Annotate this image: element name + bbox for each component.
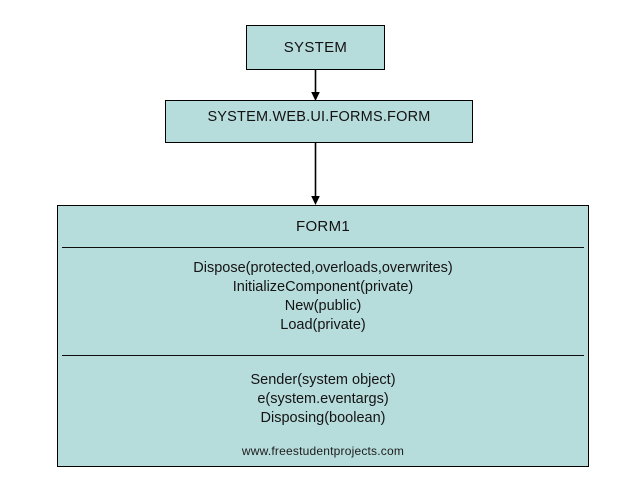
class-attributes-compartment: Sender(system object) e(system.eventargs…: [58, 356, 588, 466]
method-item: Dispose(protected,overloads,overwrites): [193, 260, 453, 276]
compartment-divider-title: [62, 247, 584, 248]
compartment-divider-methods: [62, 355, 584, 356]
uml-box-namespace[interactable]: SYSTEM.WEB.UI.FORMS.FORM: [165, 100, 473, 143]
method-item: Load(private): [280, 317, 366, 333]
class-title-label: FORM1: [296, 218, 350, 235]
watermark-text: www.freestudentprojects.com: [241, 444, 405, 458]
uml-box-class-form1[interactable]: FORM1 Dispose(protected,overloads,overwr…: [57, 205, 589, 467]
class-methods-compartment: Dispose(protected,overloads,overwrites) …: [58, 248, 588, 356]
uml-box-system-label: SYSTEM: [283, 38, 348, 56]
attribute-item: Disposing(boolean): [260, 410, 386, 426]
attribute-item: Sender(system object): [250, 372, 396, 388]
class-title-compartment: FORM1: [58, 206, 588, 248]
uml-box-system[interactable]: SYSTEM: [246, 25, 385, 70]
method-item: InitializeComponent(private): [232, 279, 414, 295]
method-item: New(public): [284, 298, 362, 314]
uml-box-namespace-label: SYSTEM.WEB.UI.FORMS.FORM: [207, 109, 431, 125]
connector-system-to-namespace: [300, 69, 331, 102]
attribute-item: e(system.eventargs): [257, 391, 389, 407]
arrow-down-icon: [311, 69, 320, 101]
arrow-down-icon: [311, 142, 320, 205]
connector-namespace-to-class: [300, 142, 331, 206]
